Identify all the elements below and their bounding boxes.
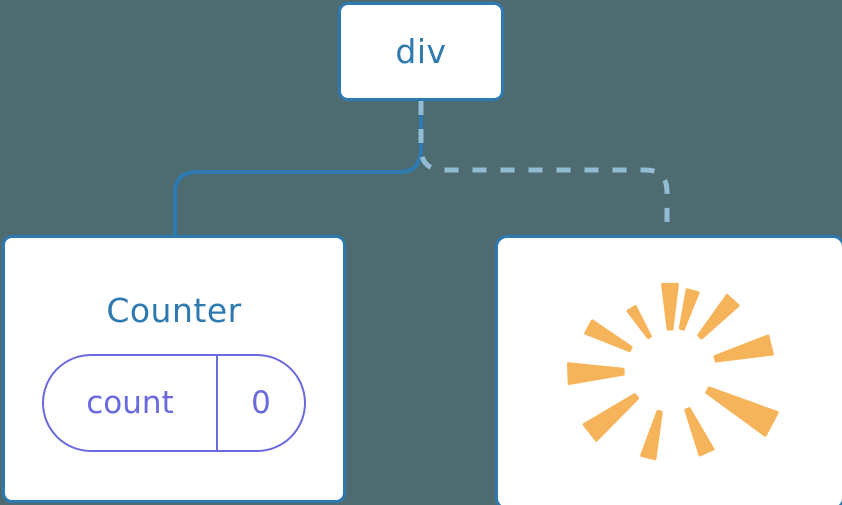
burst-ray-group bbox=[567, 282, 779, 461]
burst-ray-7 bbox=[705, 386, 779, 437]
burst-ray-3 bbox=[567, 362, 625, 385]
state-key-label: count bbox=[44, 356, 218, 450]
sparkle-burst-icon bbox=[567, 282, 779, 461]
burst-ray-8 bbox=[713, 334, 774, 363]
burst-ray-0 bbox=[661, 282, 679, 331]
node-counter[interactable]: Counter count 0 bbox=[2, 235, 346, 503]
node-div[interactable]: div bbox=[338, 2, 504, 101]
edge-div-to-burst bbox=[418, 101, 670, 238]
burst-ray-5 bbox=[640, 409, 663, 461]
node-div-label: div bbox=[395, 32, 447, 71]
burst-ray-1 bbox=[626, 305, 652, 340]
node-burst[interactable] bbox=[495, 235, 842, 505]
burst-ray-10 bbox=[678, 288, 700, 331]
node-counter-label: Counter bbox=[106, 291, 242, 330]
state-value-label: 0 bbox=[251, 385, 271, 421]
burst-ray-4 bbox=[582, 393, 640, 442]
state-pill-count[interactable]: count 0 bbox=[42, 354, 306, 452]
burst-ray-6 bbox=[684, 407, 715, 457]
burst-ray-2 bbox=[584, 319, 633, 353]
burst-ray-9 bbox=[697, 293, 740, 340]
edge-div-to-counter bbox=[173, 99, 423, 240]
